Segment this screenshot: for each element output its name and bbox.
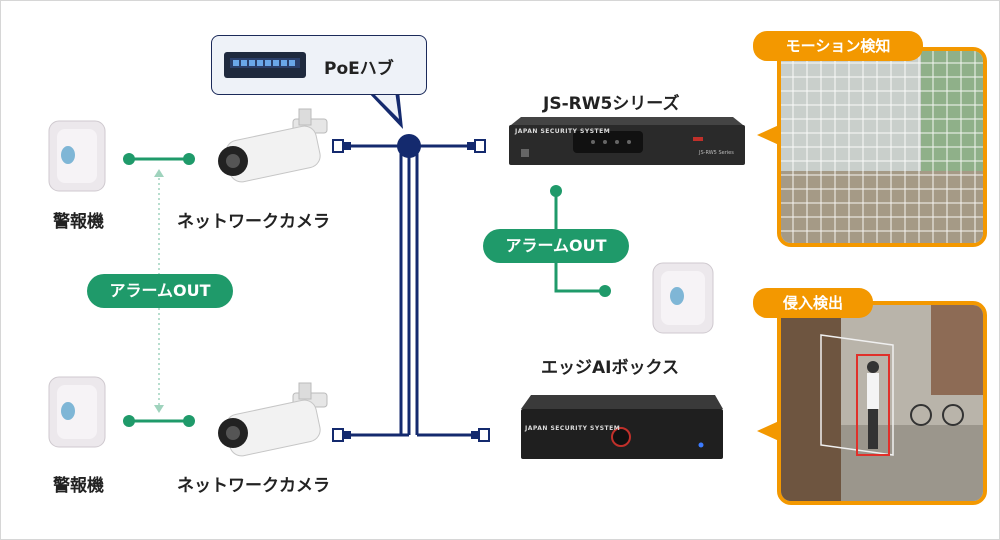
- edge-box-brand-text: JAPAN SECURITY SYSTEM: [525, 425, 621, 432]
- camera-label-top: ネットワークカメラ: [177, 212, 330, 232]
- recorder-label: JS-RW5シリーズ: [543, 94, 680, 114]
- alarm-out-badge-left: アラームOUT: [87, 274, 233, 308]
- alarm-device-icon: [652, 262, 714, 334]
- edge-ai-box-label: エッジAIボックス: [541, 358, 679, 378]
- poe-hub-callout: PoEハブ: [211, 35, 427, 95]
- alarm-label-bottom: 警報機: [53, 476, 104, 496]
- recorder-brand-text: JAPAN SECURITY SYSTEM: [515, 128, 611, 135]
- poe-hub-label: PoEハブ: [324, 59, 394, 79]
- motion-detection-image: [777, 47, 987, 247]
- motion-detection-badge: モーション検知: [753, 31, 923, 61]
- link-dot: [123, 153, 135, 165]
- callout-tail: [757, 125, 779, 145]
- recorder-device: [509, 117, 745, 165]
- rj45-connector-icon: [332, 428, 351, 442]
- arrow-up-icon: [154, 169, 164, 177]
- bullet-camera-icon: [218, 382, 328, 457]
- rj45-connector-icon: [467, 139, 486, 153]
- intrusion-detection-image: [777, 301, 987, 505]
- alarm-label-top: 警報機: [53, 212, 104, 232]
- arrow-down-icon: [154, 405, 164, 413]
- bullet-camera-icon: [218, 108, 328, 183]
- alarm-device-icon: [48, 120, 106, 192]
- link-dot: [183, 153, 195, 165]
- rj45-connector-icon: [471, 428, 490, 442]
- alarm-out-badge-right: アラームOUT: [483, 229, 629, 263]
- rj45-connector-icon: [332, 139, 351, 153]
- alarm-device-icon: [48, 376, 106, 448]
- camera-label-bottom: ネットワークカメラ: [177, 476, 330, 496]
- motion-grid-overlay: [781, 51, 983, 243]
- callout-tail: [757, 421, 779, 441]
- intrusion-scene: [781, 305, 983, 501]
- hub-node: [397, 134, 421, 158]
- link-dot: [183, 415, 195, 427]
- poe-switch-icon: [224, 52, 306, 78]
- link-dot: [123, 415, 135, 427]
- intrusion-detection-badge: 侵入検出: [753, 288, 873, 318]
- edge-ai-box-device: [521, 395, 723, 459]
- recorder-model-text: JS-RW5 Series: [699, 150, 734, 156]
- recorder-alarm-link: [554, 191, 605, 293]
